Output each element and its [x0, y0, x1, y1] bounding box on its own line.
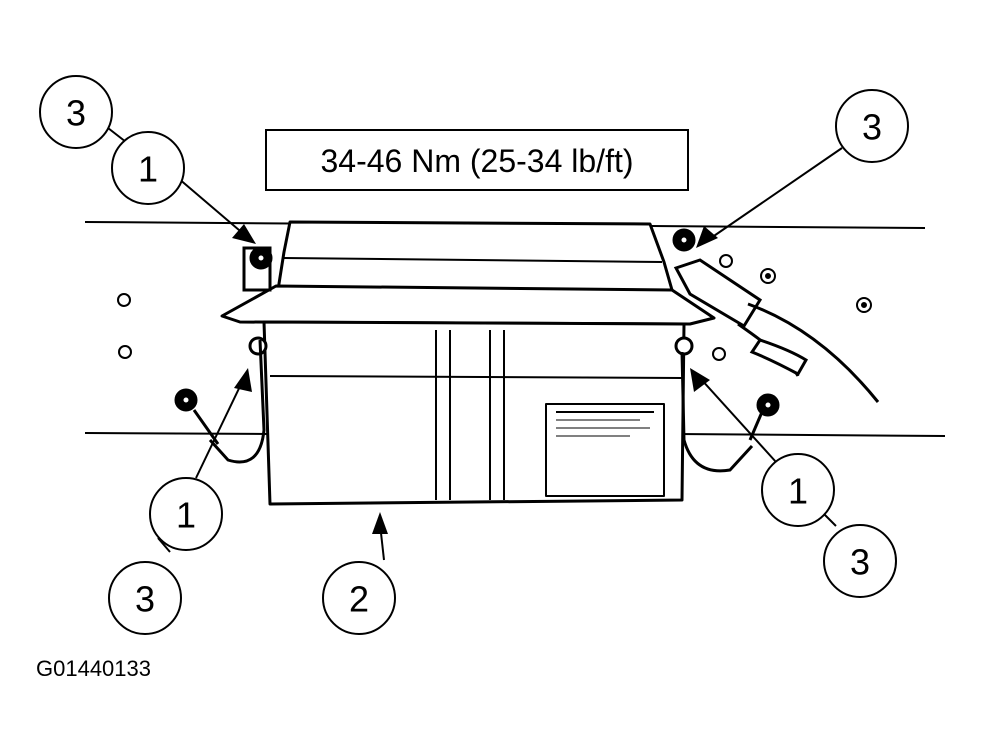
- callout-label: 2: [349, 579, 369, 620]
- callout-bottom-2: 2: [322, 561, 396, 635]
- battery-cable: [673, 258, 880, 403]
- callout-label: 3: [66, 93, 86, 134]
- callout-top-left-3: 3: [39, 75, 113, 149]
- torque-spec-text: 34-46 Nm (25-34 lb/ft): [320, 143, 633, 179]
- callout-top-left-1: 1: [111, 131, 185, 205]
- arrow-heads: [232, 224, 718, 534]
- callout-label: 1: [788, 471, 808, 512]
- callout-label: 3: [850, 542, 870, 583]
- callout-left-1: 1: [149, 477, 223, 551]
- leader-arrows: [107, 127, 843, 561]
- callout-top-right-3: 3: [835, 89, 909, 163]
- callout-right-1: 1: [761, 453, 835, 527]
- frame-holes: [117, 254, 872, 361]
- callout-label: 1: [176, 495, 196, 536]
- callout-label: 3: [135, 579, 155, 620]
- callout-label: 1: [138, 149, 158, 190]
- callout-left-3: 3: [108, 561, 182, 635]
- battery-assembly: [220, 220, 716, 506]
- figure-id: G01440133: [36, 656, 151, 681]
- hold-down-bolts: [174, 228, 780, 417]
- callout-right-3: 3: [823, 524, 897, 598]
- torque-spec-box: [265, 129, 689, 191]
- callout-label: 3: [862, 107, 882, 148]
